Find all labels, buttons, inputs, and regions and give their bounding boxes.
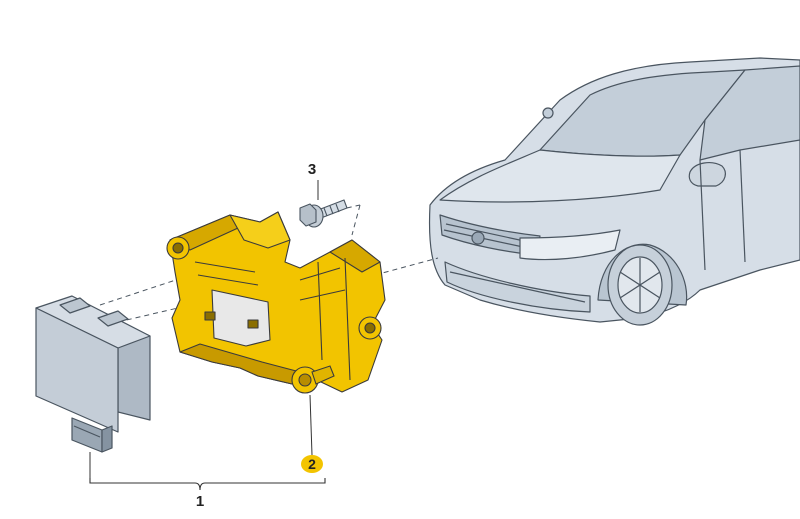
bracket-cutout <box>211 289 271 347</box>
car-badge <box>471 231 485 245</box>
leader-bolt-drop <box>351 204 361 236</box>
car-hood <box>439 149 681 203</box>
sensor-tab <box>97 310 129 327</box>
thread-line <box>335 203 340 213</box>
car-sensor-cap <box>542 107 554 119</box>
leader-to-car <box>374 257 439 276</box>
leader-sensor-bracket-2 <box>117 299 213 323</box>
bolt-head <box>299 203 317 227</box>
car-door-line <box>739 149 746 263</box>
bracket-shade-bottom <box>179 343 301 385</box>
washer-bolt <box>291 365 335 394</box>
radar-bracket <box>166 211 386 393</box>
bracket-shade-right <box>329 239 381 273</box>
car-headlight <box>519 229 621 261</box>
thread-line <box>323 207 328 217</box>
assembly-brace <box>89 478 326 491</box>
washer-shank <box>311 365 335 385</box>
bracket-rib <box>197 274 259 286</box>
callout-1-label: 1 <box>196 493 204 510</box>
bracket-rib <box>317 261 323 361</box>
bracket-rib <box>299 267 341 281</box>
bumper-line <box>449 271 586 303</box>
callout-2-highlight <box>301 455 323 473</box>
callout-3-label: 3 <box>308 161 316 178</box>
bracket-slot <box>247 319 259 329</box>
callout-2-leader <box>309 394 313 456</box>
connector-line <box>73 425 101 438</box>
radar-sensor <box>35 295 151 453</box>
sensor-tab <box>59 297 91 314</box>
car-door-line <box>699 159 706 271</box>
rim-spoke <box>619 271 661 299</box>
bracket-slot <box>204 311 216 321</box>
car-mirror <box>688 162 726 187</box>
sensor-front <box>35 307 119 433</box>
car-illustration <box>428 57 800 326</box>
hex-bolt <box>299 199 348 228</box>
thread-line <box>329 205 334 215</box>
bracket-rib <box>194 261 256 273</box>
bracket-top-tab <box>229 211 291 249</box>
bracket-rib <box>344 257 351 381</box>
bracket-rib <box>299 289 346 301</box>
callout-2-label: 2 <box>308 456 316 472</box>
